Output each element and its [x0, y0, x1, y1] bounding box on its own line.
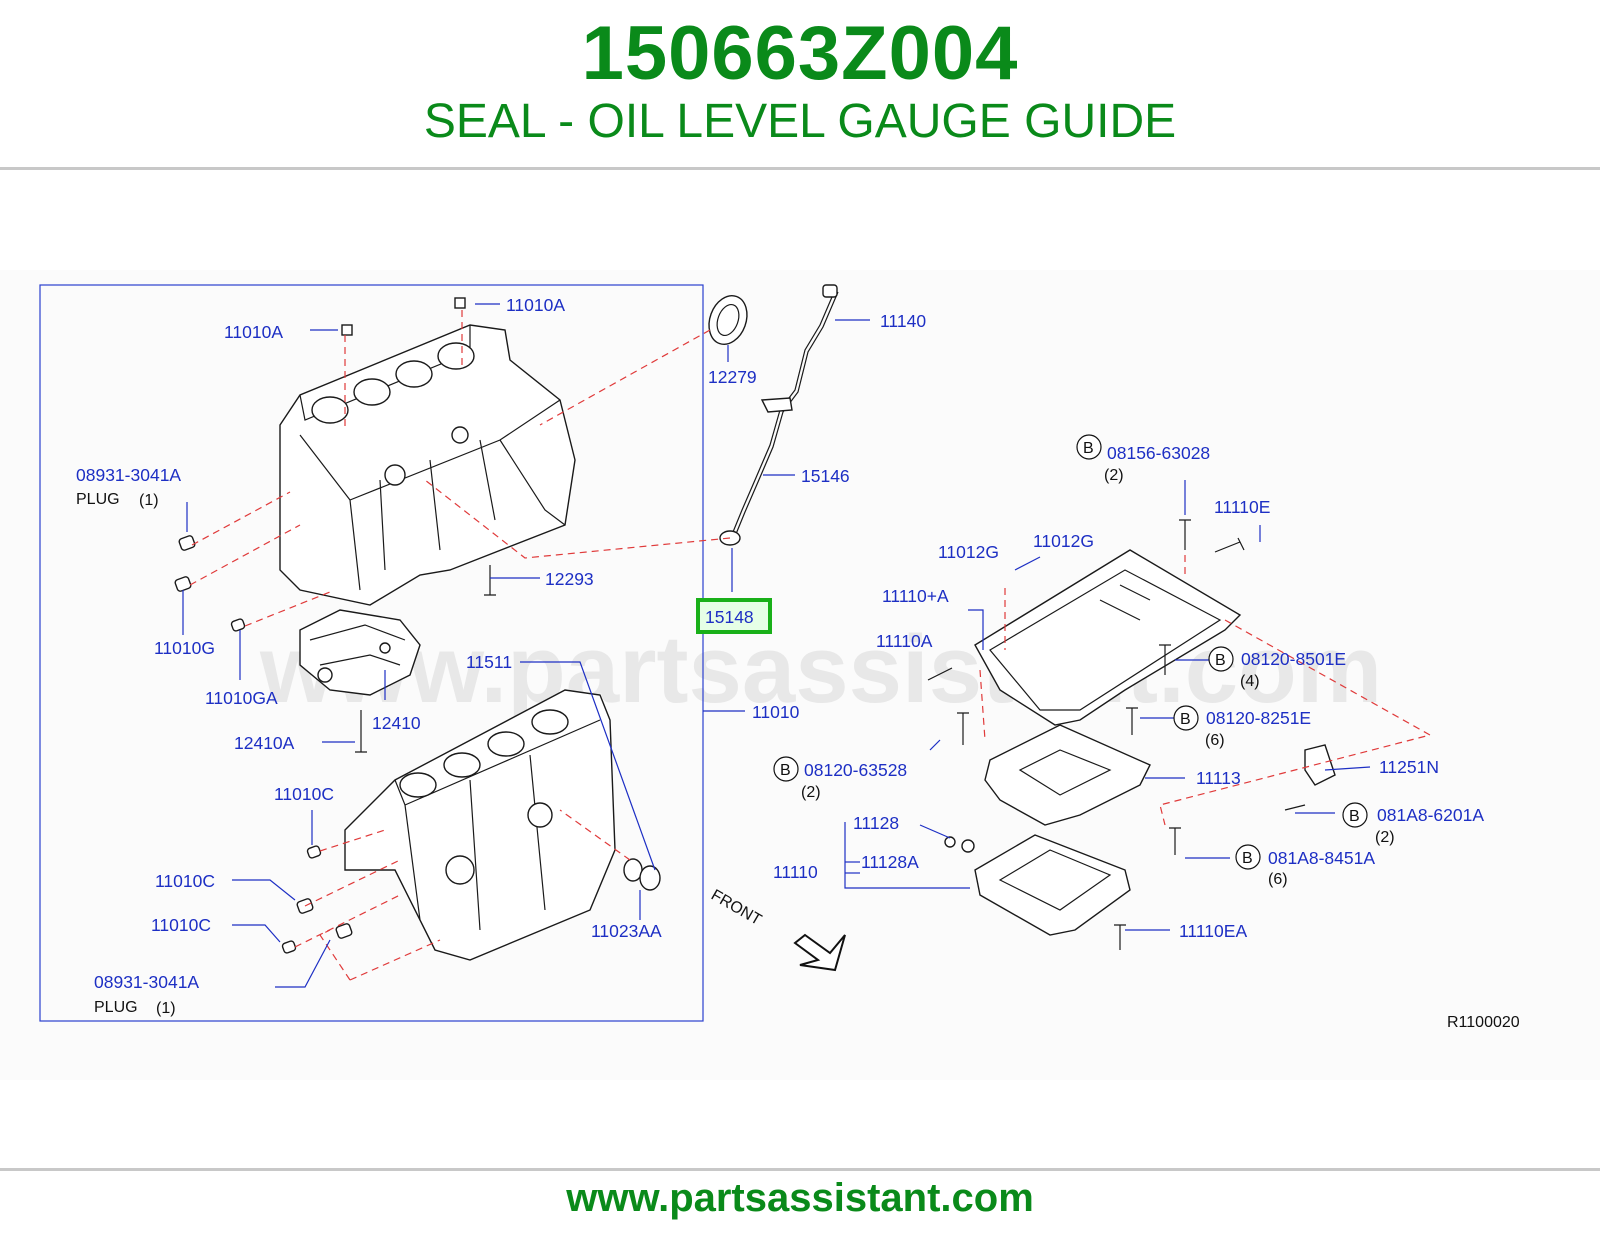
label-11110A[interactable]: 11110A	[876, 631, 933, 651]
label-08120-8251E[interactable]: 08120-8251E	[1206, 708, 1311, 728]
label-11511[interactable]: 11511	[466, 652, 512, 672]
upper-cylinder-block	[279, 324, 576, 606]
b-markers: B B B B B B	[773, 434, 1368, 870]
b-marker: B	[1349, 808, 1360, 825]
label-08931-3041A[interactable]: 08931-3041A	[94, 972, 199, 992]
qty-8251E: (6)	[1205, 732, 1225, 749]
b-marker: B	[1242, 850, 1253, 867]
label-11110E[interactable]: 11110E	[1214, 497, 1270, 517]
label-12410[interactable]: 12410	[372, 713, 421, 733]
qty-8501E: (4)	[1240, 673, 1260, 690]
parts-diagram-svg: www.partsassistant.com	[39, 284, 1520, 1031]
parts-diagram: www.partsassistant.com	[0, 270, 1600, 1080]
qty-08156: (2)	[1104, 467, 1124, 484]
part-number-title: 150663Z004	[581, 11, 1019, 96]
label-081A8-6201A[interactable]: 081A8-6201A	[1377, 805, 1484, 825]
label-081A8-8451A[interactable]: 081A8-8451A	[1268, 848, 1375, 868]
label-11012G[interactable]: 11012G	[1033, 531, 1094, 551]
b-marker: B	[780, 762, 791, 779]
footer-url-link[interactable]: www.partsassistant.com	[566, 1176, 1034, 1220]
label-12279[interactable]: 12279	[708, 367, 757, 387]
plug-qty: (1)	[139, 492, 159, 509]
front-direction-indicator: FRONT	[708, 887, 846, 972]
part-description: SEAL - OIL LEVEL GAUGE GUIDE	[423, 95, 1177, 148]
front-label: FRONT	[708, 887, 764, 929]
label-11010C[interactable]: 11010C	[155, 871, 215, 891]
b-marker: B	[1215, 652, 1226, 669]
label-08931-3041A[interactable]: 08931-3041A	[76, 465, 181, 485]
leader-lines	[182, 303, 1371, 988]
qty-63528: (2)	[801, 784, 821, 801]
oil-pan-assembly	[974, 549, 1336, 936]
label-12410A[interactable]: 12410A	[234, 733, 295, 753]
plug-label: PLUG	[76, 491, 120, 508]
figure-code: R1100020	[1447, 1014, 1520, 1031]
label-11010G[interactable]: 11010G	[154, 638, 215, 658]
label-11010A[interactable]: 11010A	[506, 295, 565, 315]
b-marker: B	[1083, 440, 1094, 457]
label-11113[interactable]: 11113	[1196, 768, 1241, 788]
label-11023AA[interactable]: 11023AA	[591, 921, 662, 941]
small-plug-parts	[174, 297, 661, 954]
label-11010C[interactable]: 11010C	[274, 784, 334, 804]
label-11010GA[interactable]: 11010GA	[205, 688, 278, 708]
header-divider	[0, 167, 1600, 170]
oil-pump-assembly	[299, 609, 421, 696]
highlighted-part-box	[696, 598, 772, 634]
label-11010A[interactable]: 11010A	[224, 322, 283, 342]
label-15148[interactable]: 15148	[705, 607, 754, 627]
oil-level-gauge-parts	[708, 284, 839, 546]
label-11010[interactable]: 11010	[752, 702, 800, 722]
label-11140[interactable]: 11140	[880, 311, 926, 331]
plug-label: PLUG	[94, 999, 138, 1016]
label-08120-63528[interactable]: 08120-63528	[804, 760, 907, 780]
label-11012G[interactable]: 11012G	[938, 542, 999, 562]
label-11110[interactable]: 11110	[773, 862, 818, 882]
lower-cylinder-block	[344, 689, 616, 961]
label-08156-63028[interactable]: 08156-63028	[1107, 443, 1210, 463]
label-11010C[interactable]: 11010C	[151, 915, 211, 935]
label-12293[interactable]: 12293	[545, 569, 594, 589]
label-11110plusA[interactable]: 11110+A	[882, 586, 949, 606]
footer-divider	[0, 1168, 1600, 1171]
label-11128A[interactable]: 11128A	[861, 852, 919, 872]
plug-qty: (1)	[156, 1000, 176, 1017]
label-11128[interactable]: 11128	[853, 813, 899, 833]
b-marker: B	[1180, 711, 1191, 728]
part-labels: 11010A 11010A 12279 11140 15146 15148 08…	[76, 295, 1520, 1031]
qty-8451A: (6)	[1268, 871, 1288, 888]
label-11110EA[interactable]: 11110EA	[1179, 921, 1247, 941]
bolts-right	[927, 519, 1306, 950]
engine-block-frame	[39, 284, 704, 1022]
header: 150663Z004 SEAL - OIL LEVEL GAUGE GUIDE	[0, 0, 1600, 170]
qty-6201A: (2)	[1375, 829, 1395, 846]
label-08120-8501E[interactable]: 08120-8501E	[1241, 649, 1346, 669]
label-15146[interactable]: 15146	[801, 466, 850, 486]
label-11251N[interactable]: 11251N	[1379, 757, 1439, 777]
dashed-guide-lines	[189, 310, 1432, 981]
